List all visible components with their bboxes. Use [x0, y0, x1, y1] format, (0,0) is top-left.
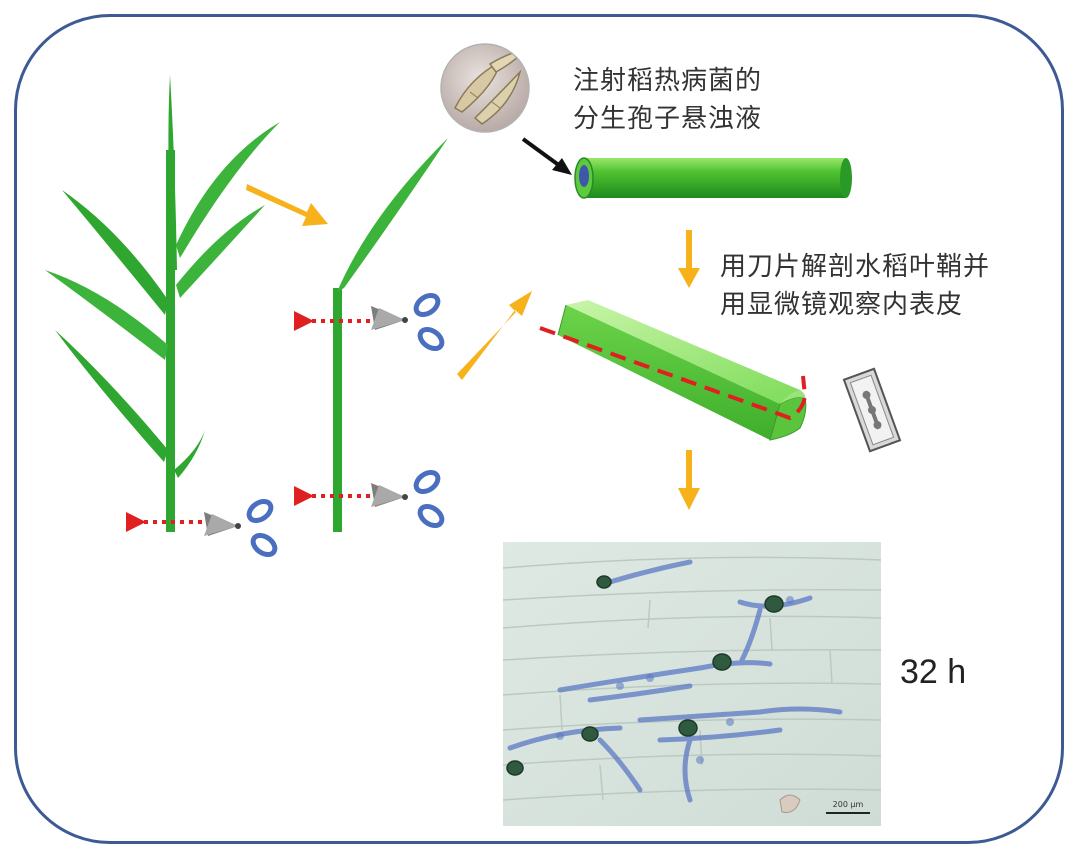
microscope-image: 200 µm [503, 542, 881, 826]
scissors-icon [371, 469, 445, 529]
arrow-tube-down [678, 230, 700, 288]
dissect-label-line1: 用刀片解剖水稻叶鞘并 [720, 252, 991, 282]
dissection-label: 用刀片解剖水稻叶鞘并 用显微镜观察内表皮 [720, 248, 990, 324]
arrow-sheath-down [678, 450, 700, 510]
cut-marks [126, 311, 370, 532]
scale-bar-label: 200 µm [833, 800, 864, 809]
leaf-sheath-tube [574, 157, 852, 199]
rice-plant-cut [333, 138, 448, 532]
dissect-label-line2: 用显微镜观察内表皮 [720, 290, 964, 320]
dissected-sheath [539, 300, 808, 441]
arrow-plant-to-cut [246, 184, 328, 226]
scissors-icon [371, 292, 445, 352]
spore-label-line1: 注射稻热病菌的 [573, 66, 763, 96]
time-label: 32 h [900, 653, 967, 691]
razor-blade-icon [842, 367, 902, 453]
spore-label-line2: 分生孢子悬浊液 [573, 104, 763, 134]
arrow-spore-to-tube [521, 137, 572, 175]
spore-micrograph [441, 44, 529, 132]
spore-injection-label: 注射稻热病菌的 分生孢子悬浊液 [573, 62, 762, 138]
diagram-frame [14, 14, 1064, 844]
arrow-cut-to-sheath [457, 291, 532, 380]
process-arrows [246, 184, 700, 510]
scissors-icon [204, 498, 278, 558]
rice-plant-whole [45, 75, 280, 532]
